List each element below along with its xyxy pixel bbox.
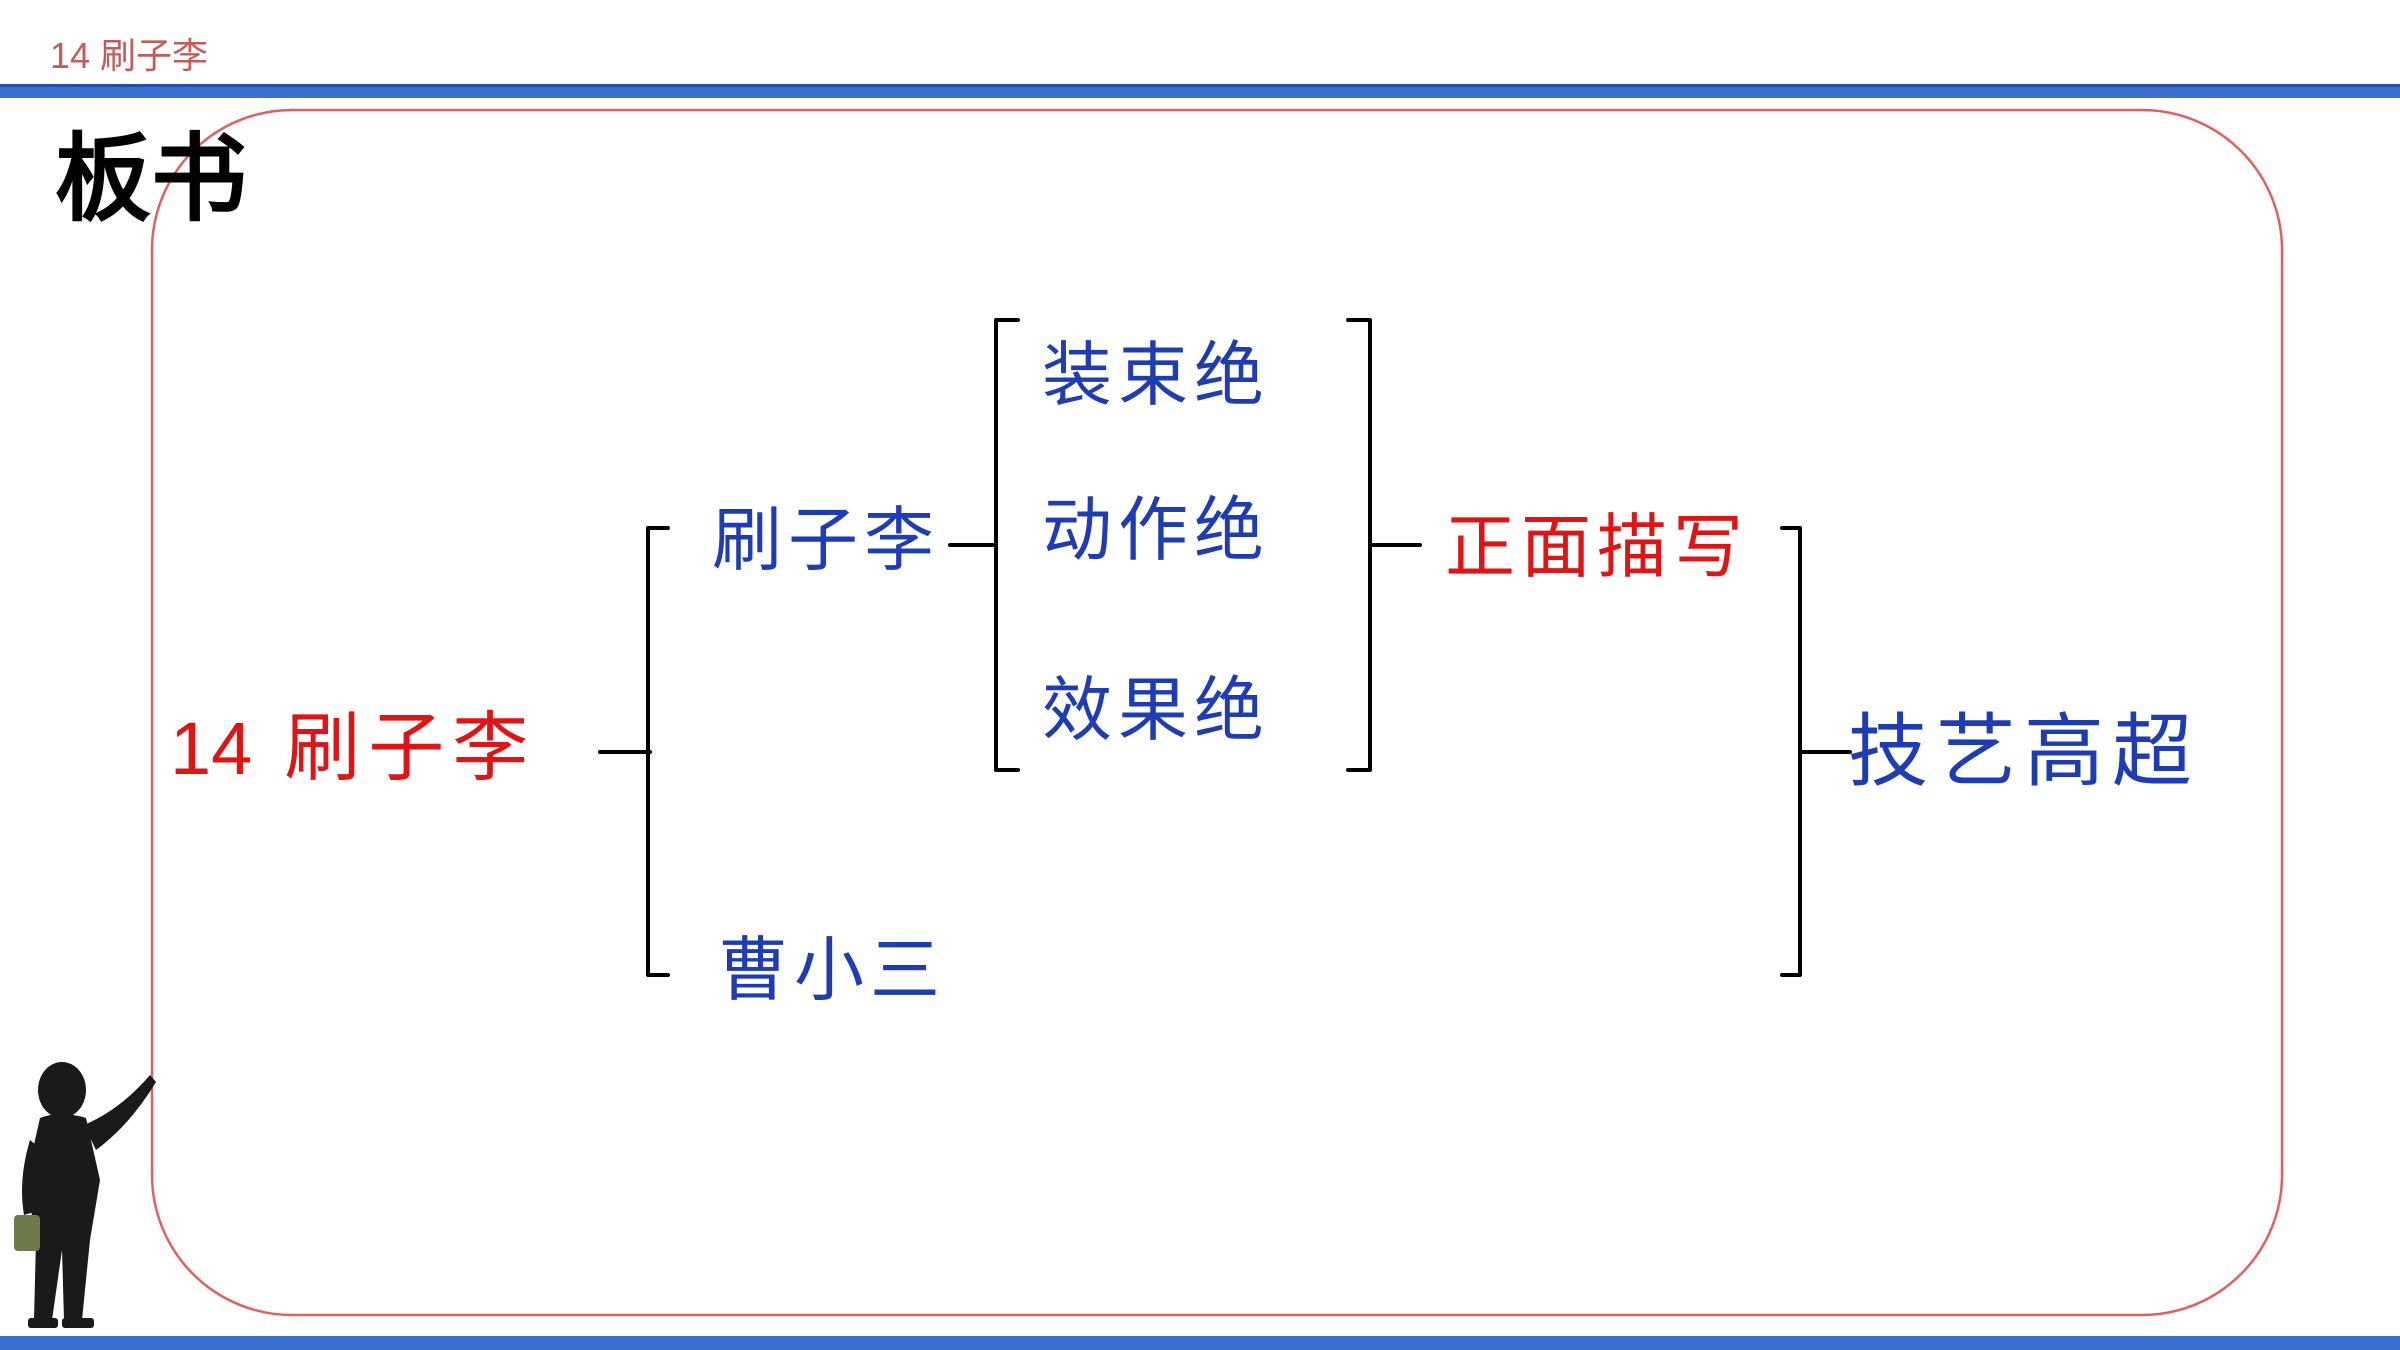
content-frame: [150, 108, 2284, 1317]
painter-figure: [14, 1062, 156, 1328]
traits-left-bracket: [983, 318, 1020, 772]
root-title: 刷子李: [284, 703, 537, 792]
trait-item: 装束绝: [1042, 334, 1270, 416]
lesson-label: 14 刷子李: [50, 35, 209, 76]
conclusion-bracket: [1780, 526, 1852, 977]
branch-other: 曹小三: [718, 929, 946, 1011]
trait-item: 动作绝: [1042, 489, 1270, 571]
branch-bracket: [633, 526, 670, 977]
root-number: 14: [170, 707, 253, 790]
header-rule-edge: [0, 84, 2400, 87]
conclusion-label: 技艺高超: [1848, 705, 2200, 798]
method-label: 正面描写: [1445, 506, 1749, 588]
branch-main: 刷子李: [712, 499, 940, 581]
root-node: 14 刷子李: [170, 710, 536, 786]
trait-item: 效果绝: [1042, 669, 1270, 751]
traits-right-bracket: [1346, 318, 1422, 772]
header-rule: [0, 84, 2400, 98]
footer-rule: [0, 1336, 2400, 1350]
section-title: 板书: [55, 126, 247, 233]
